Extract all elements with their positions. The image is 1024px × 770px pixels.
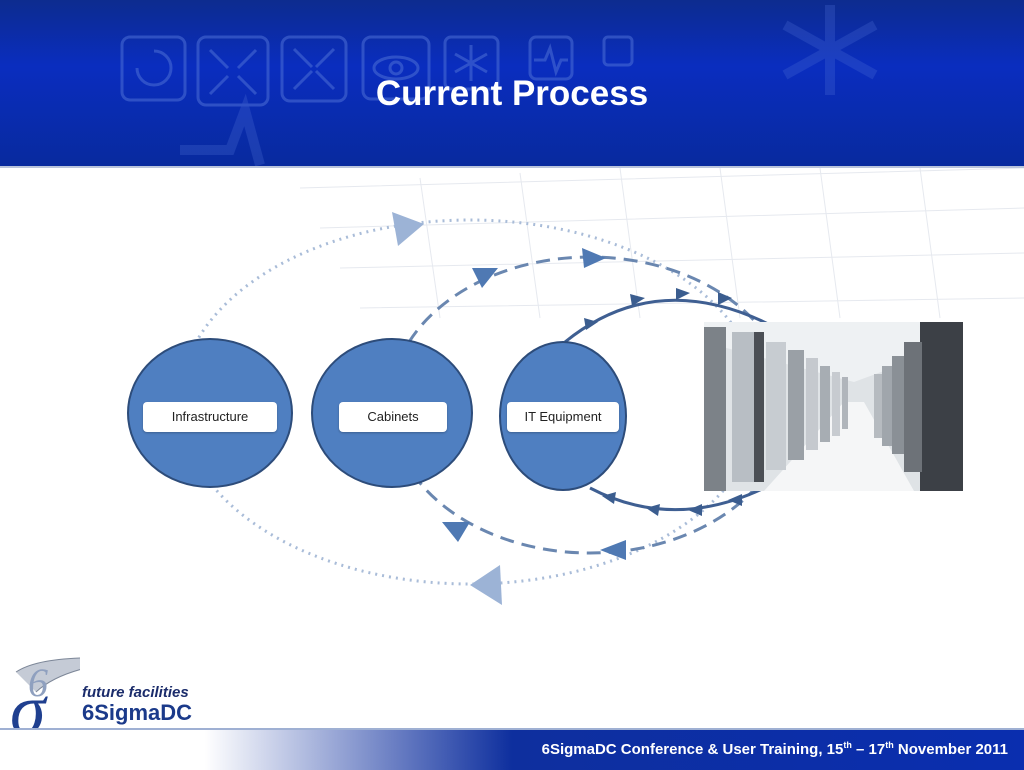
background-grid <box>299 168 1024 319</box>
refresh-icon-arc <box>135 49 173 87</box>
arrowhead-icon <box>646 504 660 516</box>
data-center-server-aisle-photo <box>704 322 963 491</box>
arrowhead-icon <box>688 504 702 516</box>
footer-text-middle: – 17 <box>851 741 886 758</box>
refresh-icon <box>120 35 187 102</box>
arrowhead-icon <box>442 522 470 542</box>
expand-icon <box>280 35 348 103</box>
arrowhead-icon <box>718 292 732 305</box>
arrowhead-icon <box>728 494 742 506</box>
logo-tagline: future facilities <box>82 684 189 701</box>
node-label-cabinets: Cabinets <box>339 402 447 432</box>
node-label-infrastructure: Infrastructure <box>143 402 277 432</box>
slide-header: Current Process <box>0 0 1024 168</box>
arrowhead-icon <box>470 565 502 605</box>
pulse-icon <box>528 35 574 81</box>
header-decoration-icons <box>120 5 878 166</box>
footer-text-suffix: November 2011 <box>893 741 1008 758</box>
eye-icon <box>361 35 431 101</box>
footer-text: 6SigmaDC Conference & User Training, 15t… <box>542 740 1008 758</box>
footer-sup-1: th <box>843 740 852 750</box>
arrowhead-icon <box>602 492 616 504</box>
page-title: Current Process <box>375 74 649 113</box>
slide-footer: 6SigmaDC Conference & User Training, 15t… <box>0 728 1024 770</box>
large-pulse-icon <box>180 93 265 166</box>
svg-text:6: 6 <box>28 660 48 705</box>
logo-name: 6SigmaDC <box>82 700 193 725</box>
arrowhead-icon <box>582 248 606 268</box>
snowflake-icon <box>443 35 500 91</box>
footer-sup-2: th <box>885 740 894 750</box>
collapse-icon <box>196 35 270 107</box>
arrowhead-icon <box>600 540 626 560</box>
arrowhead-icon <box>584 318 598 330</box>
arrowhead-icon <box>676 288 690 300</box>
small-icon <box>602 35 634 67</box>
node-label-it-equipment: IT Equipment <box>507 402 619 432</box>
arrowhead-icon <box>472 268 498 288</box>
arrowhead-icon <box>630 294 645 306</box>
footer-text-prefix: 6SigmaDC Conference & User Training, 15 <box>541 741 844 758</box>
large-snowflake-icon <box>782 5 878 95</box>
arrowhead-icon <box>392 212 424 246</box>
